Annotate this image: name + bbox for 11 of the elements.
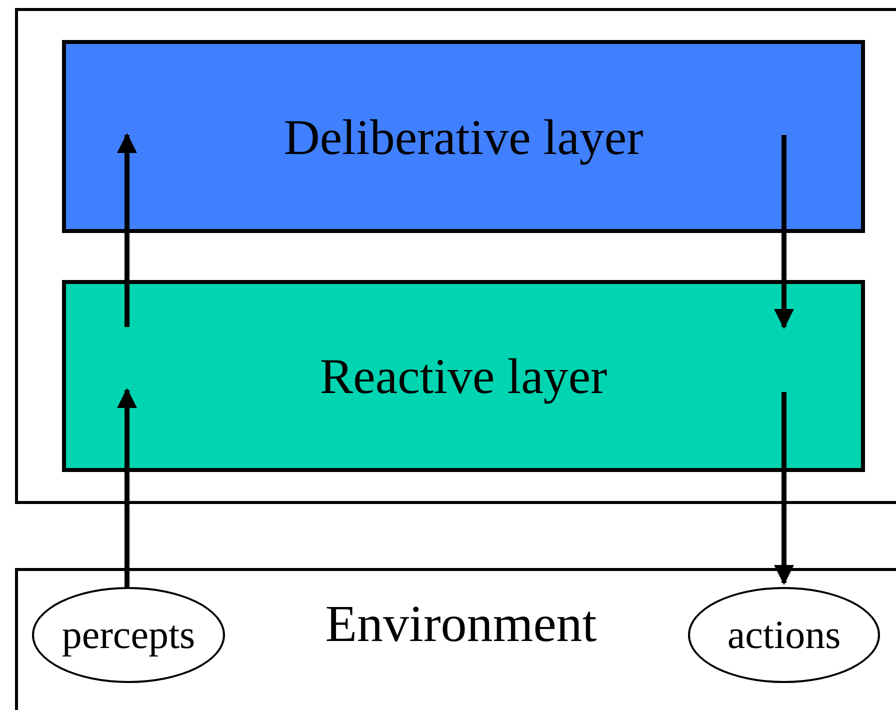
arrow (117, 133, 137, 327)
layer-box (62, 280, 865, 472)
arrow (117, 388, 137, 587)
arrow (774, 392, 794, 585)
layer-box (62, 40, 865, 233)
environment-box (15, 568, 896, 710)
node-label: Environment (325, 599, 597, 651)
arrow (774, 135, 794, 329)
node-label: actions (727, 615, 841, 655)
agent-box (15, 8, 896, 504)
node-label: percepts (62, 615, 196, 655)
